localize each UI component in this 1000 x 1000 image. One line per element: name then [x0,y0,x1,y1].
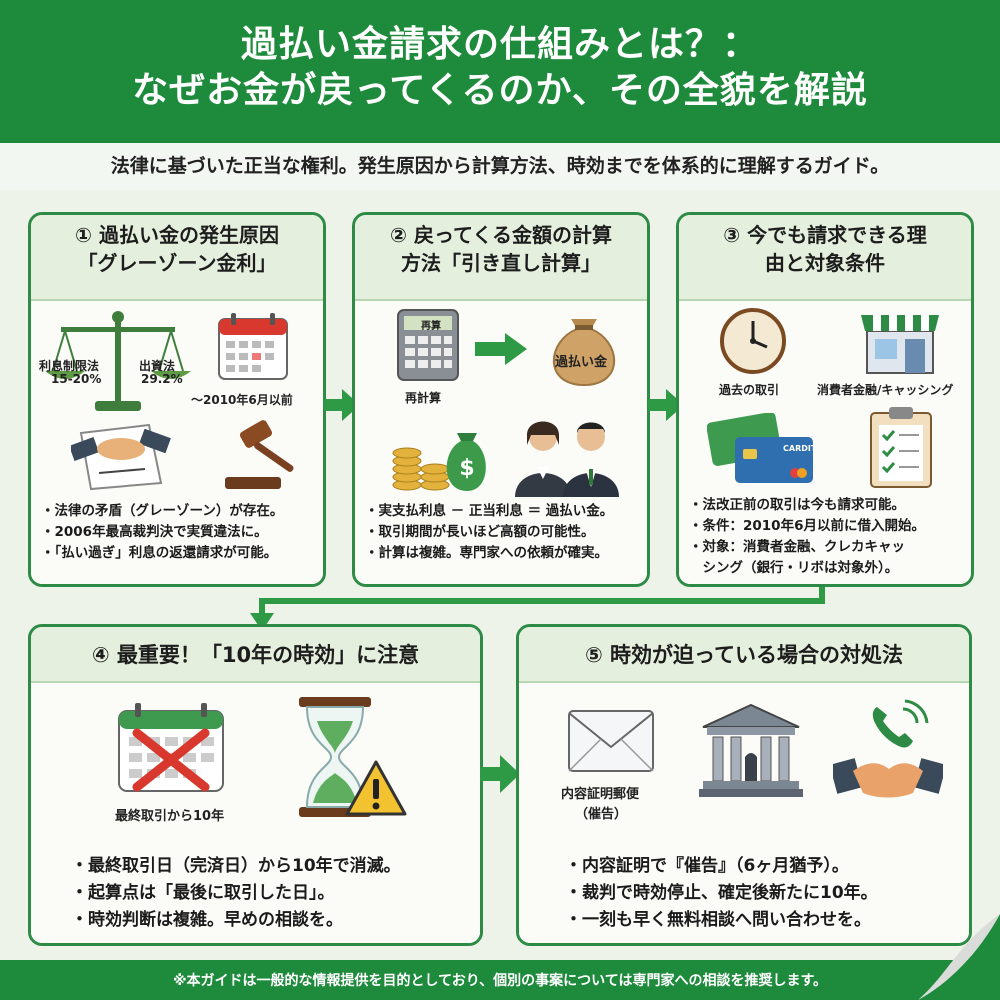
card-calculation-heading: ② 戻ってくる金額の計算 方法「引き直し計算」 [355,215,647,301]
card-cause: ① 過払い金の発生原因 「グレーゾーン金利」 利息制限法 15-20% 出資法 … [28,212,326,587]
bullet: ・「払い過ぎ」利息の返還請求が可能。 [41,545,278,561]
card-calculation-body: 再算 再計算 過払い金 $ [355,301,647,584]
arrow-2-to-3-icon [648,389,684,421]
card-cause-body: 利息制限法 15-20% 出資法 29.2% ～2010年6月以前 [31,301,323,584]
calculator-screen-text: 再算 [421,321,441,332]
card-cause-bullets: ・法律の矛盾（グレーゾーン）が存在。 ・2006年最高裁判決で実質違法に。 ・「… [31,501,323,564]
card-countermeasures: ⑤ 時効が迫っている場合の対処法 内容証明郵便 （催告） [516,624,972,946]
footer-disclaimer: ※本ガイドは一般的な情報提供を目的としており、個別の事案については専門家への相談… [172,973,828,989]
warning-icon [345,760,407,816]
bullet: ・最終取引日（完済日）から10年で消滅。 [71,856,401,876]
crossed-calendar-icon [118,703,224,792]
storefront-icon [861,315,939,374]
envelope-icon [568,710,654,772]
statute-calendar-caption: 最終取引から10年 [115,809,225,824]
card-calculation: ② 戻ってくる金額の計算 方法「引き直し計算」 再算 再計算 過払い金 [352,212,650,587]
flow-arrow-icon [475,333,527,365]
card-countermeasures-body: 内容証明郵便 （催告） ・内容証明で『催告』（6ヶ月猶予）。 ・裁判で時効停止、… [519,683,969,943]
bullet: ・実支払利息 － 正当利息 ＝ 過払い金。 [365,503,614,519]
bullet: ・裁判で時効停止、確定後新たに10年。 [565,883,878,903]
bullet: ・対象：消費者金融、クレカキャッ [689,539,905,555]
bullet: ・起算点は「最後に取引した日」。 [71,883,335,903]
scale-icon [45,311,191,411]
card-statute-body: 最終取引から10年 ・最終取引日（完済日）から10年で消滅。 ・起算点は「最後に… [31,683,480,943]
coins-icon: $ [392,433,486,491]
calculator-caption: 再計算 [405,391,442,405]
bullet: ・取引期間が長いほど高額の可能性。 [365,524,595,540]
gavel-icon [225,420,294,489]
clock-caption: 過去の取引 [719,383,780,397]
card-calculation-heading-line1: ② 戻ってくる金額の計算 [390,223,612,247]
title-line-2: なぜお金が戻ってくるのか、その全貌を解説 [132,70,868,111]
svg-text:$: $ [459,456,474,481]
scale-right-value: 29.2% [141,372,183,386]
bullet: ・計算は複雑。専門家への依頼が確実。 [365,545,608,561]
bullet: ・時効判断は複雑。早めの相談を。 [71,910,343,930]
money-bag-icon [552,319,616,387]
bullet: ・法改正前の取引は今も請求可能。 [689,497,905,513]
credit-card-text: CARDIT [783,444,817,453]
calculator-icon [397,309,459,381]
card-countermeasures-bullets: ・内容証明で『催告』（6ヶ月猶予）。 ・裁判で時効停止、確定後新たに10年。 ・… [555,853,969,934]
card-calculation-heading-line2: 方法「引き直し計算」 [401,251,601,275]
scale-right-label: 出資法 [139,359,176,373]
calendar-icon [218,313,288,380]
money-bag-label: 過払い金 [555,355,608,370]
card-cause-heading-line1: ① 過払い金の発生原因 [75,223,279,247]
card-conditions-heading-line2: 由と対象条件 [765,251,885,275]
card-conditions-heading: ③ 今でも請求できる理 由と対象条件 [679,215,971,301]
card-statute: ④ 最重要！「10年の時効」に注意 最終取引から10年 [28,624,483,946]
title-line-1: 過払い金請求の仕組みとは？： [240,24,759,65]
bullet: ・条件：2010年6月以前に借入開始。 [689,518,925,534]
bullet: ・法律の矛盾（グレーゾーン）が存在。 [41,503,284,519]
phone-handshake-icon [833,699,943,798]
card-conditions: ③ 今でも請求できる理 由と対象条件 過去の取引 消費者金融/キャッシング CA… [676,212,974,587]
bullet: ・一刻も早く無料相談へ問い合わせを。 [565,910,871,930]
mail-caption-line2: （催告） [575,807,628,822]
bullet: ・2006年最高裁判決で実質違法に。 [41,524,268,540]
checklist-icon [870,407,932,488]
card-cause-heading: ① 過払い金の発生原因 「グレーゾーン金利」 [31,215,323,301]
hourglass-icon [299,697,371,817]
storefront-caption: 消費者金融/キャッシング [817,383,954,397]
card-conditions-bullets: ・法改正前の取引は今も請求可能。 ・条件：2010年6月以前に借入開始。 ・対象… [679,495,971,579]
courthouse-icon [699,703,803,797]
professionals-icon [515,421,619,497]
scale-left-value: 15-20% [51,372,102,386]
card-statute-heading: ④ 最重要！「10年の時効」に注意 [31,627,480,683]
scale-left-label: 利息制限法 [39,359,100,373]
mail-caption-line1: 内容証明郵便 [561,787,640,802]
card-statute-bullets: ・最終取引日（完済日）から10年で消滅。 ・起算点は「最後に取引した日」。 ・時… [61,853,480,934]
arrow-4-to-5-icon [480,755,520,793]
clock-icon [720,308,786,374]
card-countermeasures-heading: ⑤ 時効が迫っている場合の対処法 [519,627,969,683]
bullet: シング（銀行・リボは対象外）。 [689,560,899,576]
arrow-1-to-2-icon [324,389,360,421]
page-curl-icon [918,914,1000,1000]
calendar-caption: ～2010年6月以前 [191,393,293,407]
card-conditions-body: 過去の取引 消費者金融/キャッシング CARDIT ・法改正前の取引は今も請 [679,301,971,584]
contract-handshake-icon [71,423,171,491]
arrow-3-to-4-icon [250,587,825,631]
subtitle: 法律に基づいた正当な権利。発生原因から計算方法、時効までを体系的に理解するガイド… [0,143,1000,190]
card-cause-heading-line2: 「グレーゾーン金利」 [77,251,277,275]
card-calculation-bullets: ・実支払利息 － 正当利息 ＝ 過払い金。 ・取引期間が長いほど高額の可能性。 … [355,501,647,564]
bullet: ・内容証明で『催告』（6ヶ月猶予）。 [565,856,849,876]
card-conditions-heading-line1: ③ 今でも請求できる理 [723,223,927,247]
credit-card-icon [707,413,813,483]
page-title: 過払い金請求の仕組みとは？： なぜお金が戻ってくるのか、その全貌を解説 [0,0,1000,140]
